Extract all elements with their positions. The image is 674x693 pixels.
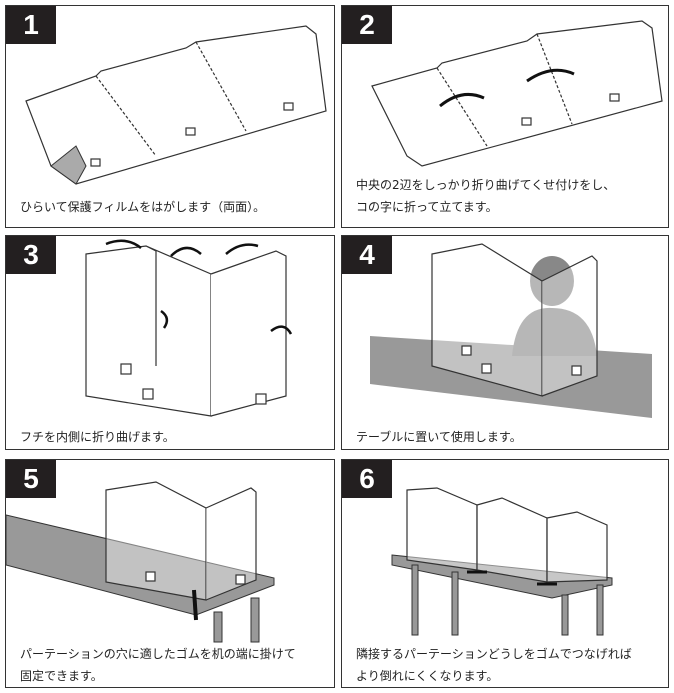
step-2-panel: 2 中央の2辺をしっかり折り曲げてくせ付けをし、コの字に折って立てます。 [341, 5, 669, 228]
step-number: 3 [6, 236, 56, 274]
step-number: 5 [6, 460, 56, 498]
fold-edges-illustration [85, 239, 293, 417]
fold-sheet-illustration [371, 20, 663, 167]
peel-film-corner [50, 145, 87, 185]
rubber-band-illustration [6, 481, 275, 643]
step-3-panel: 3 フチを内側に折り曲げます。 [5, 235, 335, 450]
step-caption: テーブルに置いて使用します。 [356, 430, 522, 444]
step-caption: 中央の2辺をしっかり折り曲げてくせ付けをし、コの字に折って立てます。 [356, 178, 616, 214]
table [6, 514, 275, 616]
step-caption: 隣接するパーテーションどうしをゴムでつなげればより倒れにくくなります。 [356, 647, 632, 683]
step-number: 1 [6, 6, 56, 44]
step-5-panel: 5 パーテーションの穴に適したゴムを机の端に掛けて固定できます。 [5, 459, 335, 688]
step-caption: ひらいて保護フィルムをはがします（両面）。 [20, 200, 266, 214]
step-4-panel: 4 テーブルに置いて使用します。 [341, 235, 669, 450]
step-number: 4 [342, 236, 392, 274]
step-number: 6 [342, 460, 392, 498]
step-number: 2 [342, 6, 392, 44]
table [370, 336, 652, 418]
on-table-illustration [370, 243, 652, 418]
step-1-panel: 1 ひらいて保護フィルムをはがします（両面）。 [5, 5, 335, 228]
step-6-panel: 6 隣接するパーテーションどうしをゴムでつなげればより倒れにくくなります。 [341, 459, 669, 688]
step-caption: フチを内側に折り曲げます。 [20, 430, 175, 444]
rubber-band [192, 589, 198, 621]
step-caption: パーテーションの穴に適したゴムを机の端に掛けて固定できます。 [20, 647, 296, 683]
fold-arrows [105, 239, 293, 335]
fold-arrows [439, 68, 575, 108]
flat-sheet-illustration [25, 25, 327, 185]
connected-partitions-illustration [391, 487, 613, 636]
person [512, 307, 597, 356]
